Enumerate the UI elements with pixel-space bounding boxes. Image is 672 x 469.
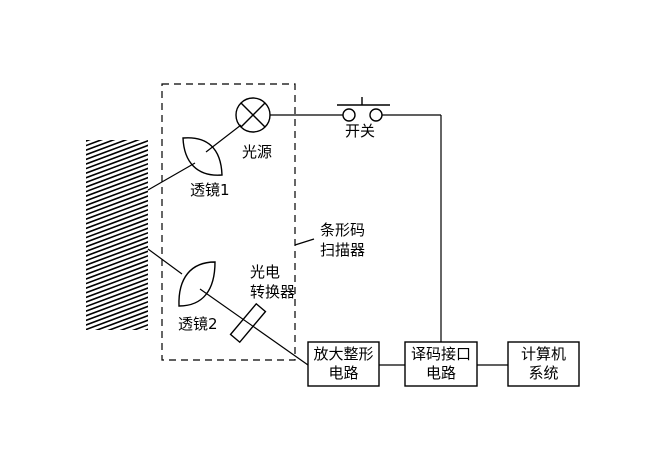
barcode-stripe bbox=[86, 264, 148, 290]
barcode-stripe bbox=[86, 199, 148, 225]
light-source-label: 光源 bbox=[242, 143, 273, 161]
amplifier-label-line2: 电路 bbox=[328, 364, 359, 382]
barcode-stripe bbox=[86, 140, 148, 165]
barcode-stripe bbox=[86, 195, 148, 221]
barcode-stripe bbox=[86, 305, 148, 330]
barcode-stripe bbox=[86, 140, 104, 147]
converter-label-line1: 光电 bbox=[250, 263, 281, 281]
switch-label: 开关 bbox=[345, 122, 376, 140]
barcode-stripe bbox=[86, 140, 141, 161]
barcode-stripe bbox=[80, 345, 155, 373]
barcode-stripe bbox=[86, 140, 128, 156]
barcode-stripe bbox=[86, 185, 148, 211]
barcode-stripe bbox=[107, 314, 148, 330]
barcode-stripe bbox=[80, 111, 155, 139]
barcode-stripe bbox=[80, 331, 155, 359]
barcode-stripe bbox=[86, 236, 148, 262]
barcode-stripe bbox=[86, 181, 148, 207]
lens2-label: 透镜2 bbox=[178, 315, 218, 333]
barcode-stripe bbox=[86, 300, 148, 326]
barcode-stripe bbox=[80, 336, 155, 364]
decoder-label-line1: 译码接口 bbox=[410, 345, 471, 363]
barcode-stripe bbox=[86, 172, 148, 198]
barcode-stripe bbox=[86, 190, 148, 216]
barcode-stripe bbox=[80, 341, 155, 369]
barcode-stripe bbox=[86, 291, 148, 317]
barcode-stripe bbox=[86, 287, 148, 313]
barcode-symbol bbox=[80, 106, 155, 373]
barcode-stripe bbox=[86, 241, 148, 267]
light-source-icon bbox=[235, 97, 271, 133]
barcode-stripe bbox=[86, 176, 148, 202]
amplifier-box bbox=[307, 341, 380, 387]
scanner-label-line2: 扫描器 bbox=[320, 241, 366, 259]
computer-label-line1: 计算机 bbox=[520, 345, 566, 363]
barcode-stripe bbox=[86, 153, 148, 179]
barcode-stripe bbox=[86, 167, 148, 193]
barcode-stripe bbox=[80, 106, 155, 134]
barcode-stripe bbox=[86, 259, 148, 285]
barcode-stripe bbox=[86, 144, 148, 170]
scanner-enclosure bbox=[161, 83, 296, 361]
barcode-stripe bbox=[86, 222, 148, 248]
amplifier-label-line1: 放大整形 bbox=[313, 345, 374, 363]
barcode-stripe bbox=[86, 245, 148, 271]
decoder-label-line2: 电路 bbox=[425, 364, 456, 382]
scanner-label-line1: 条形码 bbox=[320, 221, 366, 239]
barcode-stripe bbox=[86, 273, 148, 299]
connection-lines bbox=[147, 114, 508, 366]
barcode-stripe bbox=[144, 328, 148, 330]
barcode-stripe bbox=[86, 277, 148, 303]
decoder-box bbox=[404, 341, 478, 387]
lens2-icon bbox=[178, 261, 216, 307]
barcode-stripe bbox=[86, 282, 148, 308]
barcode-stripe bbox=[94, 310, 148, 330]
barcode-stripe bbox=[86, 227, 148, 253]
barcode-stripe bbox=[86, 250, 148, 276]
barcode-stripe bbox=[86, 213, 148, 239]
lens1-icon bbox=[182, 137, 223, 176]
barcode-stripe bbox=[86, 268, 148, 294]
barcode-stripe bbox=[86, 162, 148, 188]
barcode-stripe bbox=[86, 140, 91, 142]
converter-label-line2: 转换器 bbox=[250, 283, 296, 301]
barcode-stripe bbox=[119, 319, 148, 330]
barcode-stripe bbox=[86, 231, 148, 257]
barcode-stripe bbox=[86, 296, 148, 322]
barcode-stripe bbox=[86, 254, 148, 280]
barcode-stripe bbox=[131, 323, 148, 330]
lens1-label: 透镜1 bbox=[190, 181, 230, 199]
barcode-stripe bbox=[86, 208, 148, 234]
computer-label-line2: 系统 bbox=[528, 364, 559, 382]
barcode-stripe bbox=[86, 204, 148, 230]
switch-icon bbox=[337, 97, 390, 122]
barcode-stripe bbox=[86, 149, 148, 175]
barcode-stripe bbox=[86, 218, 148, 244]
barcode-stripe bbox=[86, 158, 148, 184]
barcode-stripe bbox=[86, 140, 116, 152]
computer-box bbox=[507, 341, 580, 387]
